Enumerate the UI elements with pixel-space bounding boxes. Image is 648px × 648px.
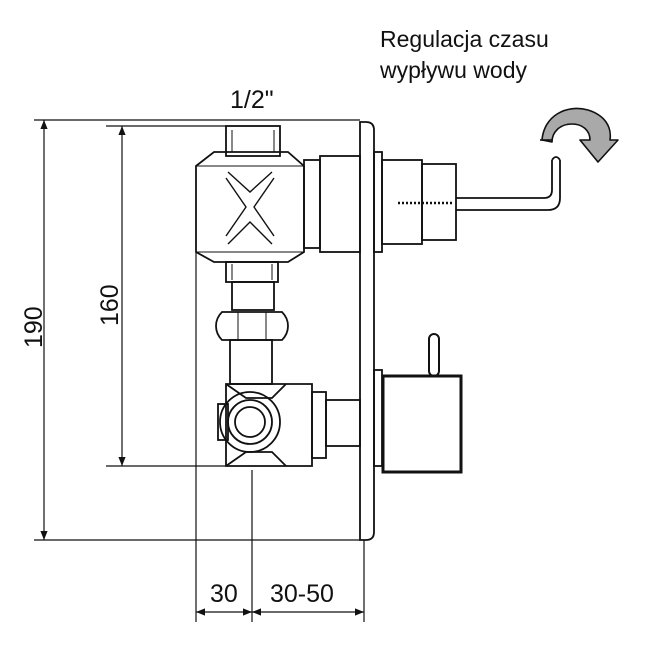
connecting-pipe xyxy=(215,281,289,385)
mixer-handle xyxy=(381,333,463,474)
thread-size-label: 1/2" xyxy=(230,86,274,114)
dim-30-50-label: 30-50 xyxy=(270,580,334,608)
dim-160-label: 160 xyxy=(96,284,124,326)
dim-30-label: 30 xyxy=(210,580,238,608)
dim-190-label: 190 xyxy=(20,306,48,348)
dimension-lines xyxy=(34,119,365,622)
rotate-arrow-icon xyxy=(540,107,619,163)
note-line-2: wypływu wody xyxy=(379,57,527,83)
lower-valve-body xyxy=(217,383,361,467)
note-line-1: Regulacja czasu xyxy=(380,26,549,52)
mounting-plate xyxy=(359,121,383,541)
adjustment-key xyxy=(456,156,561,211)
upper-valve-body xyxy=(195,125,457,283)
